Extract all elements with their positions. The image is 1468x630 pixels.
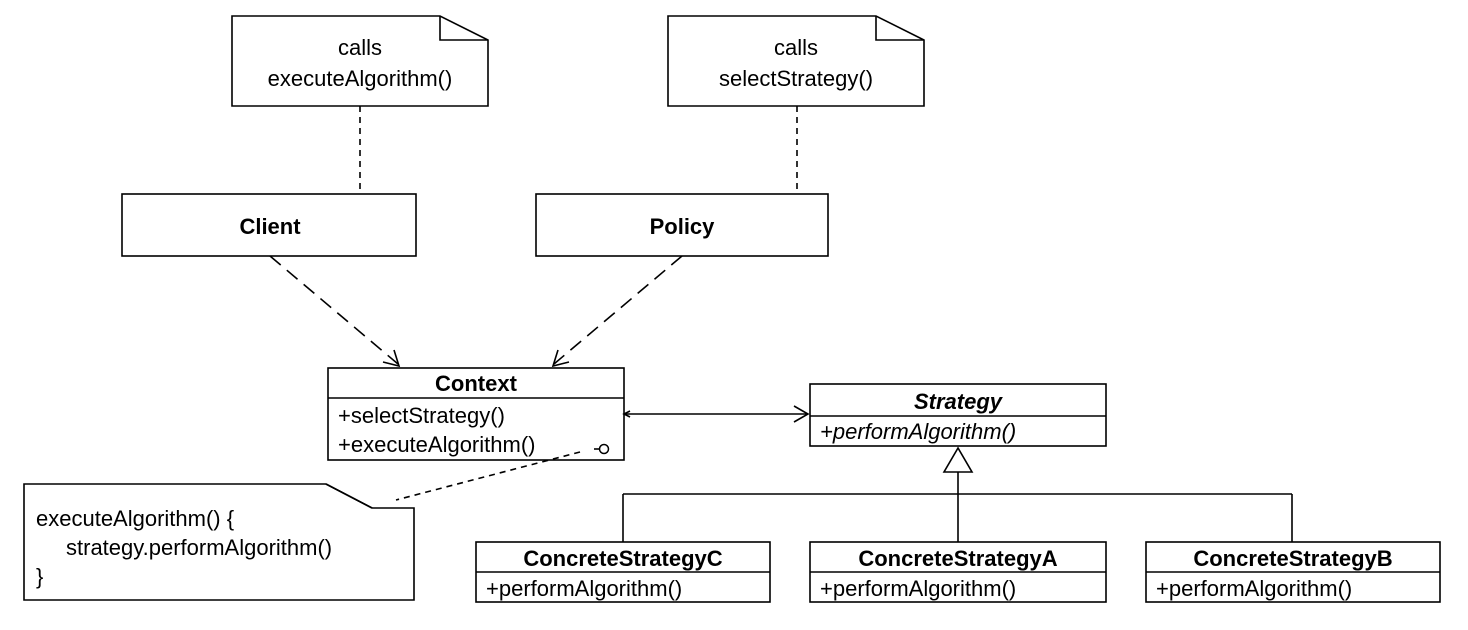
association-arrowhead — [793, 405, 810, 423]
client-class-name: Client — [239, 214, 301, 239]
strategy-class-name: Strategy — [914, 389, 1004, 414]
client-class: Client — [121, 193, 417, 257]
concrete-strategy-a-name: ConcreteStrategyA — [858, 546, 1057, 571]
policy-to-context-dependency — [553, 255, 683, 365]
generalization-triangle — [942, 446, 974, 473]
code-note-line3: } — [36, 564, 43, 589]
policy-note: calls selectStrategy() — [667, 15, 925, 107]
client-to-context-dependency — [269, 255, 399, 365]
code-note-line1: executeAlgorithm() { — [36, 506, 234, 531]
context-method-anchor-circle — [598, 443, 610, 455]
policy-class: Policy — [535, 193, 829, 257]
strategy-class: Strategy +performAlgorithm() — [809, 383, 1107, 447]
concrete-strategy-b-class: ConcreteStrategyB +performAlgorithm() — [1145, 541, 1441, 603]
client-note-line2: executeAlgorithm() — [268, 66, 453, 91]
concrete-strategy-b-method: +performAlgorithm() — [1156, 576, 1352, 601]
code-note: executeAlgorithm() { strategy.performAlg… — [23, 483, 415, 601]
concrete-strategy-a-method: +performAlgorithm() — [820, 576, 1016, 601]
code-note-line2: strategy.performAlgorithm() — [66, 535, 332, 560]
concrete-strategy-b-name: ConcreteStrategyB — [1193, 546, 1392, 571]
concrete-strategy-c-name: ConcreteStrategyC — [523, 546, 722, 571]
context-class-name: Context — [435, 371, 518, 396]
policy-class-name: Policy — [650, 214, 716, 239]
client-note: calls executeAlgorithm() — [231, 15, 489, 107]
strategy-method-perform-algorithm: +performAlgorithm() — [820, 419, 1016, 444]
context-method-select-strategy: +selectStrategy() — [338, 403, 505, 428]
policy-note-line2: selectStrategy() — [719, 66, 873, 91]
association-tail-mark — [622, 410, 631, 418]
concrete-strategy-c-class: ConcreteStrategyC +performAlgorithm() — [475, 541, 771, 603]
context-class: Context +selectStrategy() +executeAlgori… — [327, 367, 625, 461]
client-note-line1: calls — [338, 35, 382, 60]
concrete-strategy-c-method: +performAlgorithm() — [486, 576, 682, 601]
client-dependency-arrowhead — [382, 349, 401, 368]
policy-note-line1: calls — [774, 35, 818, 60]
policy-dependency-arrowhead — [551, 349, 570, 368]
context-method-execute-algorithm: +executeAlgorithm() — [338, 432, 535, 457]
concrete-strategy-a-class: ConcreteStrategyA +performAlgorithm() — [809, 541, 1107, 603]
code-note-anchor-line — [395, 451, 581, 501]
